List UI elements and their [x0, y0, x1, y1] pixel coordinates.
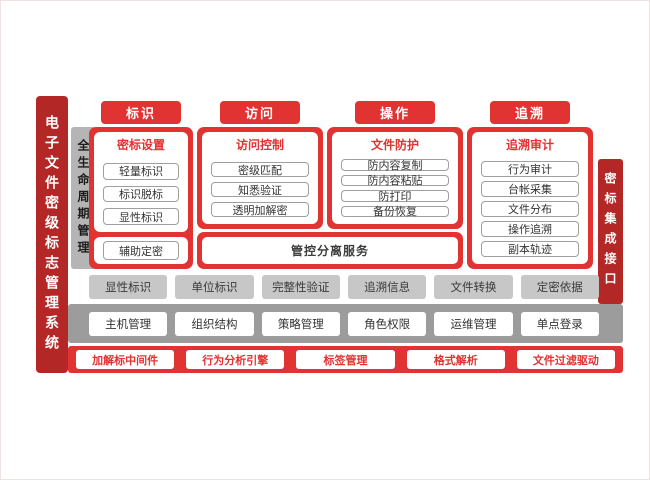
module-chip: 轻量标识 [103, 163, 179, 180]
platform-module: 策略管理 [261, 312, 340, 336]
platform-module: 角色权限 [347, 312, 427, 336]
service-label: 管控分离服务 [202, 237, 458, 264]
group-mark-settings: 密标设置 轻量标识 标识脱标 显性标识 [94, 132, 188, 232]
platform-module: 组织结构 [175, 312, 254, 336]
module-chip: 透明加解密 [211, 202, 309, 217]
panel-trace: 追溯审计 行为审计 台帐采集 文件分布 操作追溯 副本轨迹 [467, 127, 593, 269]
platform-module: 单点登录 [520, 312, 599, 336]
support-module: 文件转换 [434, 275, 513, 299]
support-module-row: 显性标识 单位标识 完整性验证 追溯信息 文件转换 定密依据 [89, 275, 599, 299]
support-module: 单位标识 [175, 275, 254, 299]
module-chip: 密级匹配 [211, 162, 309, 177]
module-chip: 台帐采集 [481, 181, 579, 197]
lifecycle-label: 全生命周期管理 [76, 138, 90, 258]
module-chip: 防内容粘贴 [341, 174, 449, 187]
module-chip: 防打印 [341, 190, 449, 203]
group-file-protection: 文件防护 防内容复制 防内容粘贴 防打印 备份恢复 [332, 132, 458, 224]
engine-module: 加解标中间件 [76, 350, 175, 369]
support-module: 显性标识 [89, 275, 168, 299]
module-chip: 防内容复制 [341, 159, 449, 172]
module-chip: 标识脱标 [103, 185, 179, 203]
system-title: 电子文件密级标志管理系统 [44, 114, 60, 355]
group-access-control: 访问控制 密级匹配 知悉验证 透明加解密 [202, 132, 318, 224]
group-title: 文件防护 [370, 138, 419, 152]
panel-access: 访问控制 密级匹配 知悉验证 透明加解密 [197, 127, 323, 229]
service-strip: 管控分离服务 [197, 232, 463, 269]
module-chip: 文件分布 [481, 201, 579, 217]
integration-label: 密标集成接口 [603, 171, 617, 292]
engine-module: 标签管理 [296, 350, 395, 369]
module-chip: 辅助定密 [103, 241, 179, 260]
platform-module: 主机管理 [89, 312, 168, 336]
module-chip: 知悉验证 [211, 182, 309, 197]
group-assist-classify: 辅助定密 [94, 237, 188, 264]
group-title: 密标设置 [116, 138, 165, 152]
panel-marking: 密标设置 轻量标识 标识脱标 显性标识 辅助定密 [89, 127, 193, 269]
platform-module: 运维管理 [434, 312, 513, 336]
column-header-operation: 操作 [355, 101, 435, 124]
column-header-access: 访问 [220, 101, 300, 124]
column-header-marking: 标识 [101, 101, 181, 124]
platform-module-row: 主机管理 组织结构 策略管理 角色权限 运维管理 单点登录 [89, 312, 599, 336]
column-header-trace: 追溯 [490, 101, 570, 124]
support-module: 定密依据 [520, 275, 599, 299]
group-title: 追溯审计 [505, 138, 554, 152]
engine-band: 加解标中间件 行为分析引擎 标签管理 格式解析 文件过滤驱动 [68, 346, 623, 373]
support-module: 追溯信息 [347, 275, 427, 299]
engine-module: 行为分析引擎 [186, 350, 285, 369]
module-chip: 显性标识 [103, 208, 179, 226]
group-title: 访问控制 [235, 138, 284, 152]
support-module: 完整性验证 [261, 275, 340, 299]
panel-operation: 文件防护 防内容复制 防内容粘贴 防打印 备份恢复 [327, 127, 463, 229]
module-chip: 行为审计 [481, 161, 579, 177]
engine-module: 格式解析 [406, 350, 505, 369]
module-chip: 副本轨迹 [481, 241, 579, 257]
module-chip: 备份恢复 [341, 205, 449, 218]
integration-interface-bar: 密标集成接口 [598, 159, 623, 304]
engine-row: 加解标中间件 行为分析引擎 标签管理 格式解析 文件过滤驱动 [76, 350, 616, 369]
engine-module: 文件过滤驱动 [516, 350, 616, 369]
module-chip: 操作追溯 [481, 221, 579, 237]
system-title-bar: 电子文件密级标志管理系统 [36, 96, 68, 373]
group-trace-audit: 追溯审计 行为审计 台帐采集 文件分布 操作追溯 副本轨迹 [472, 132, 588, 264]
platform-band: 主机管理 组织结构 策略管理 角色权限 运维管理 单点登录 [68, 304, 623, 343]
